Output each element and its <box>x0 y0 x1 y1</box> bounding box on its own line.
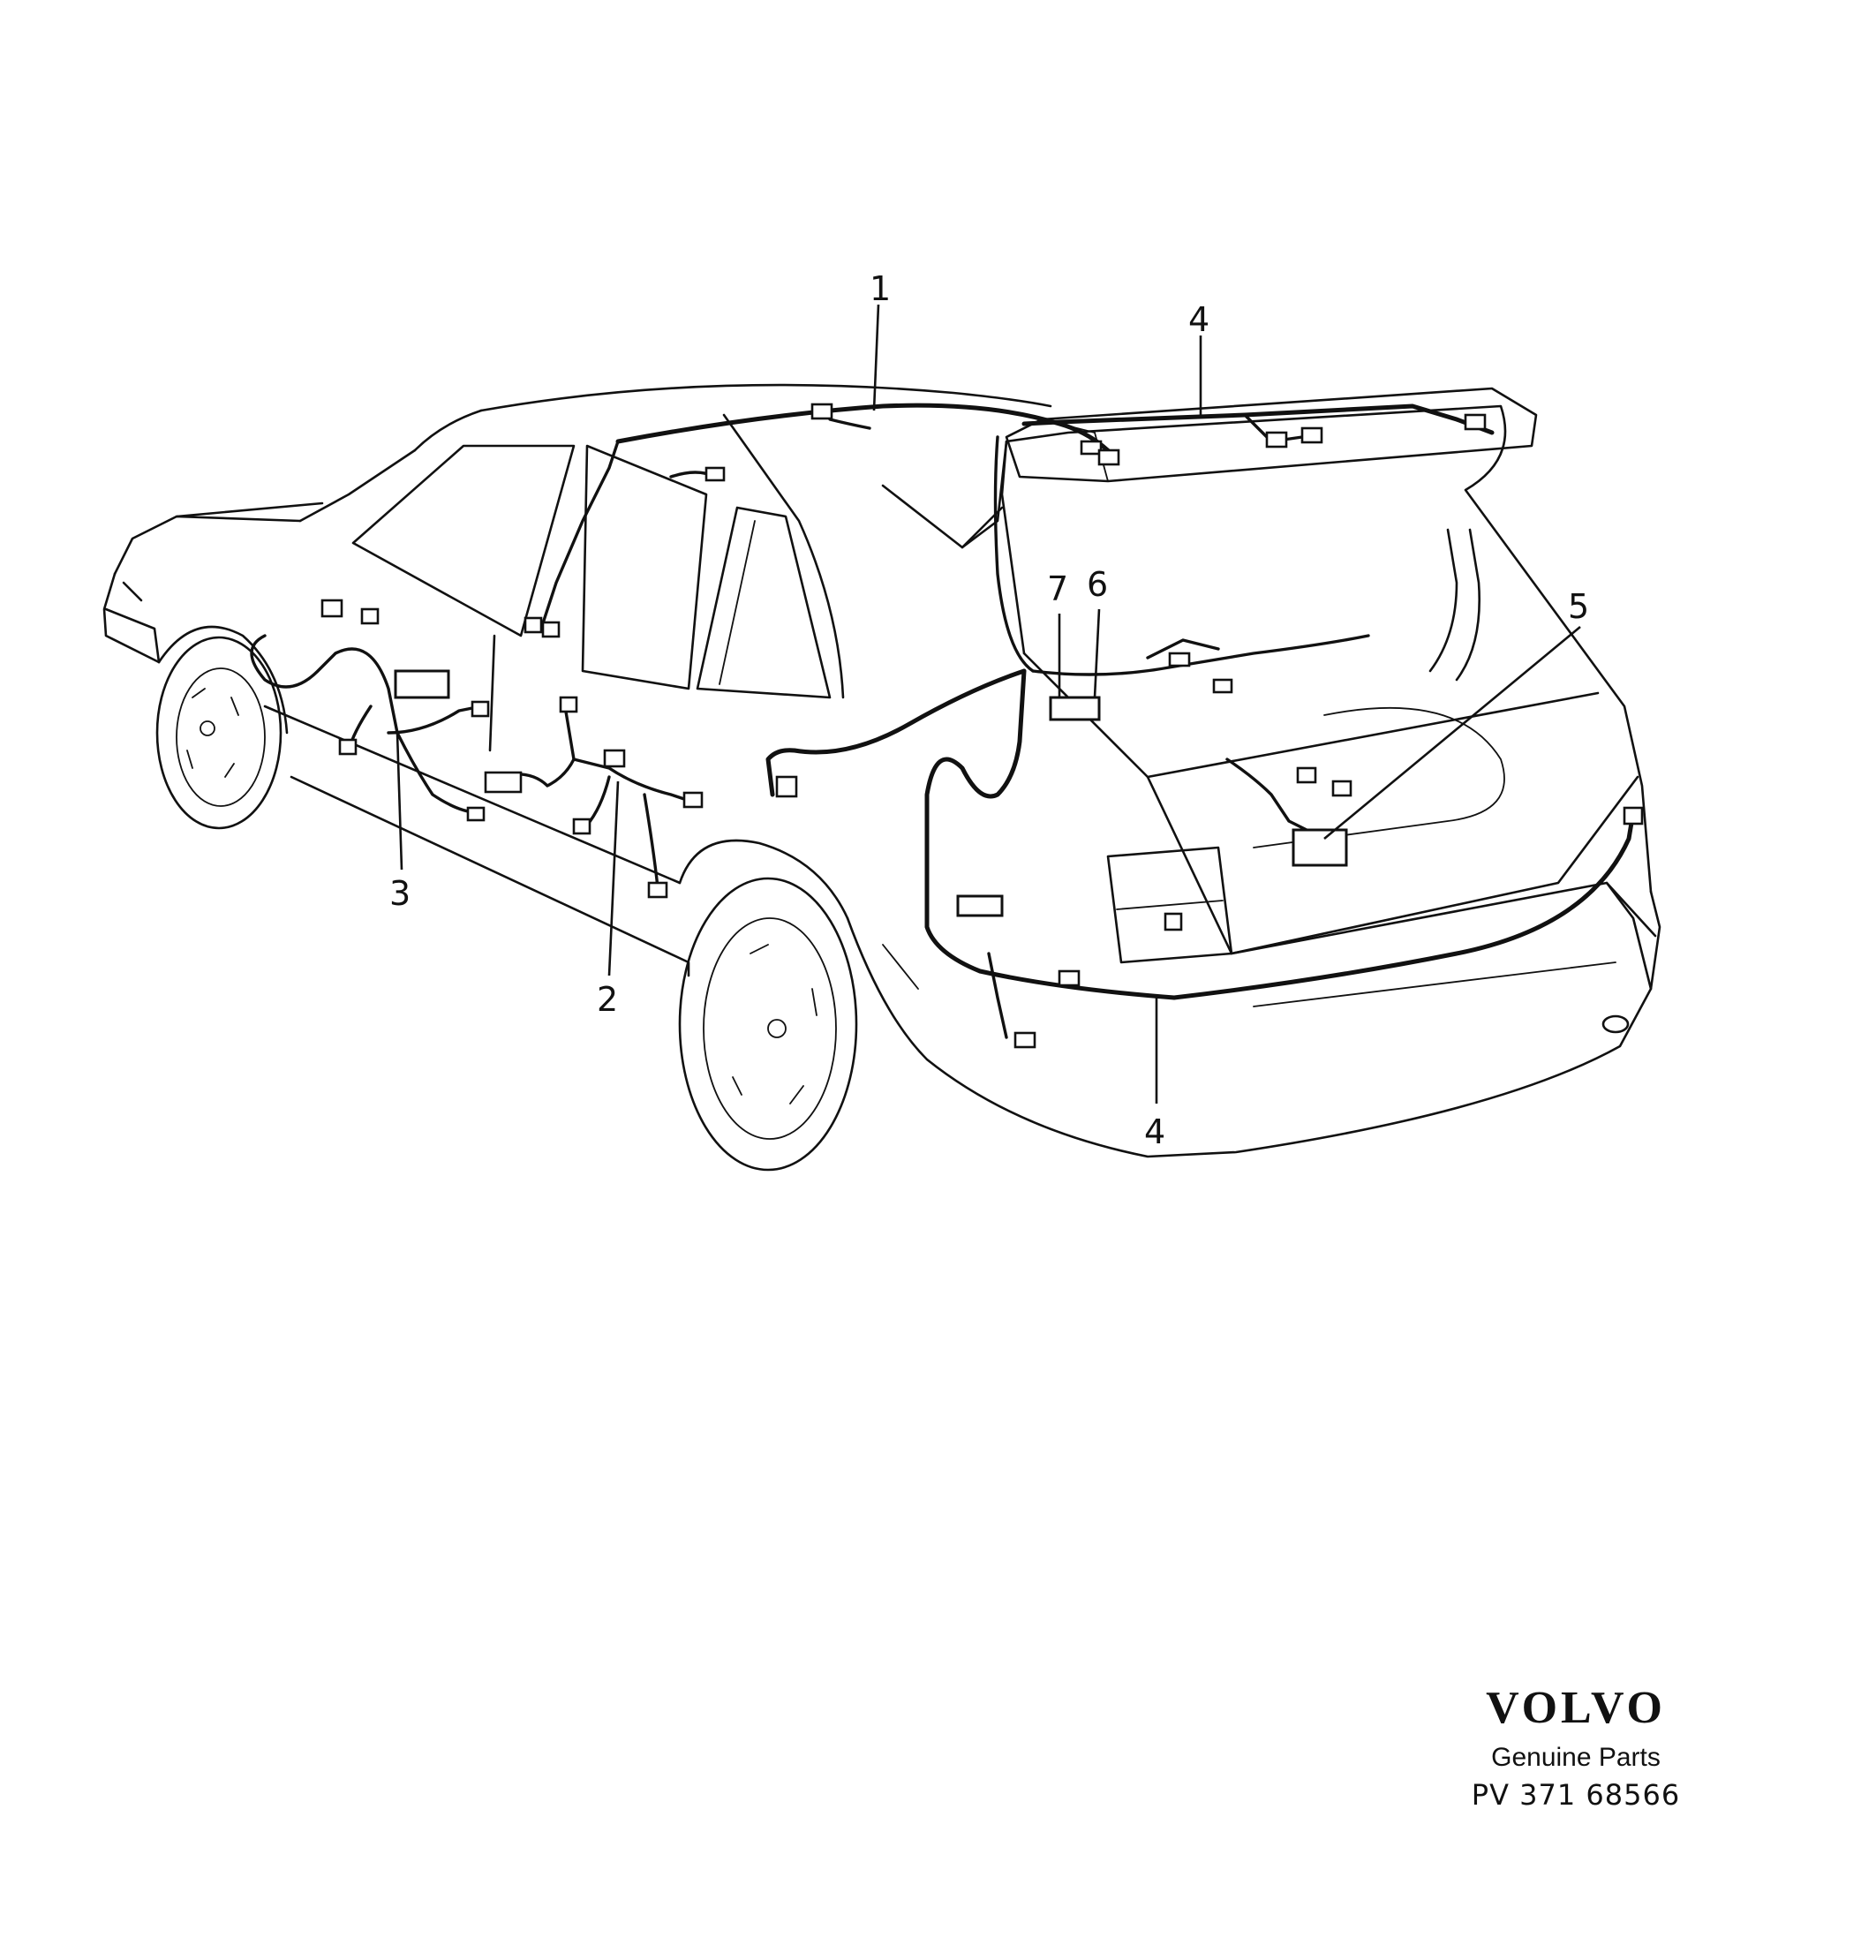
harness-main-side <box>765 668 1644 1049</box>
callout-4-top: 4 <box>1188 300 1209 339</box>
callouts: 1 2 3 4 4 5 6 7 <box>389 269 1589 1151</box>
harness-front-door <box>250 599 490 822</box>
brand-tagline: Genuine Parts <box>1491 1743 1661 1772</box>
harness-rear-door <box>484 696 704 899</box>
callout-6: 6 <box>1087 565 1108 604</box>
callout-5: 5 <box>1568 587 1589 626</box>
harness-trunk-floor <box>1225 758 1352 867</box>
car-body <box>102 383 1661 1172</box>
harness-trunk-lid <box>993 403 1495 673</box>
callout-2: 2 <box>597 980 618 1019</box>
callout-7: 7 <box>1047 569 1068 608</box>
harness-roof <box>524 403 1120 638</box>
callout-1: 1 <box>870 269 891 308</box>
harness-rear-shelf <box>1031 634 1370 721</box>
volvo-logo: VOLVO <box>1486 1683 1666 1733</box>
callout-3: 3 <box>389 874 411 913</box>
callout-4-bottom: 4 <box>1144 1112 1165 1151</box>
brand-block: VOLVO Genuine Parts PV 371 68566 <box>1439 1682 1713 1814</box>
part-code: PV 371 68566 <box>1471 1778 1681 1812</box>
